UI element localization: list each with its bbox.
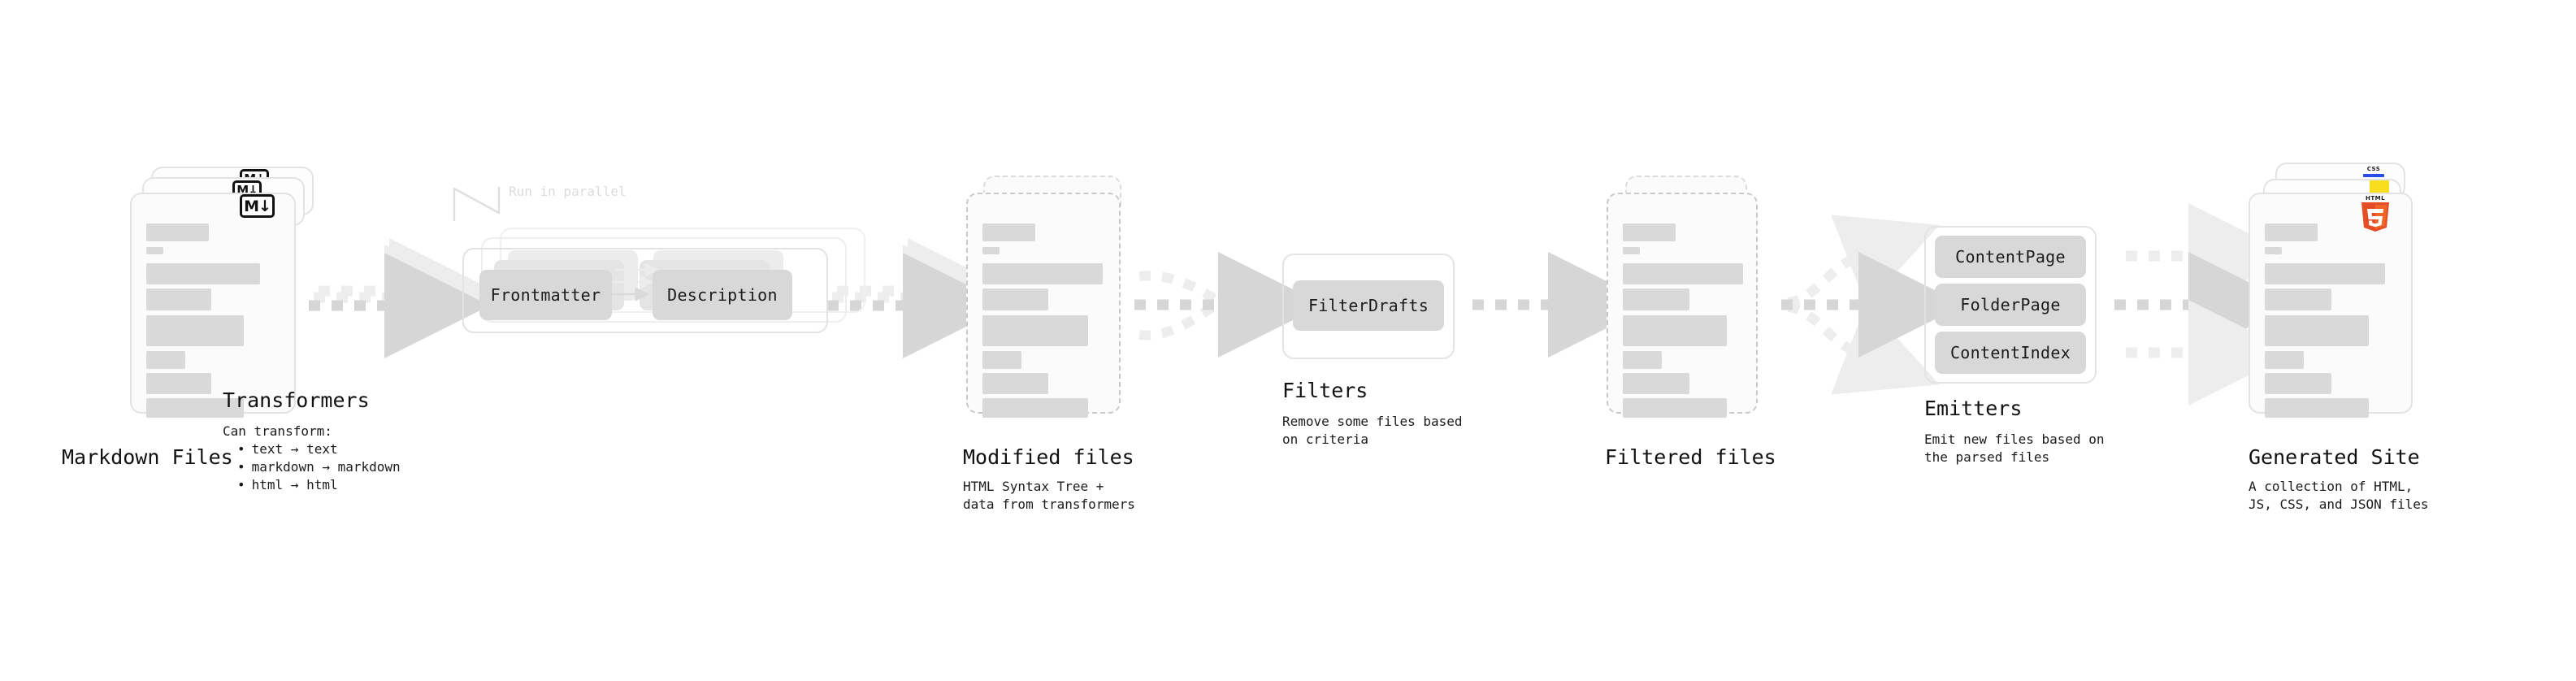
arrow-filtered-to-emitters — [1781, 215, 1964, 395]
emitter-chip-contentindex[interactable]: ContentIndex — [1935, 332, 2086, 374]
filters-box — [1282, 254, 1455, 359]
stage-title-generated-site: Generated Site — [2249, 445, 2420, 469]
skeleton-line — [1623, 373, 1689, 394]
skeleton-line — [146, 223, 209, 241]
bullet-item: html → html — [229, 476, 401, 494]
generated-site-subtitle: A collection of HTML, JS, CSS, and JSON … — [2249, 479, 2429, 512]
skeleton-line — [982, 263, 1103, 284]
markdown-icon: M↓ — [240, 194, 275, 218]
file-card-markdown — [130, 193, 296, 418]
js-icon — [2370, 180, 2389, 193]
html5-icon: HTML — [2358, 195, 2392, 234]
skeleton-line — [146, 315, 244, 346]
skeleton-line — [2265, 247, 2282, 254]
skeleton-line — [1623, 223, 1676, 241]
skeleton-line — [146, 398, 244, 418]
transformers-subtitle: Can transform: — [223, 423, 332, 439]
stage-title-modified-files: Modified files — [963, 445, 1134, 469]
skeleton-line — [146, 263, 260, 284]
skeleton-line — [1623, 351, 1662, 369]
run-in-parallel-bracket — [453, 187, 501, 221]
stage-title-filtered-files: Filtered files — [1605, 445, 1776, 469]
bullet-item: markdown → markdown — [229, 458, 401, 476]
arrow-emitters-to-site — [2114, 203, 2294, 406]
file-card-generated-site — [2249, 193, 2413, 418]
transformers-bullets: text → text markdown → markdown html → h… — [229, 440, 401, 494]
skeleton-line — [982, 398, 1088, 418]
skeleton-line — [1623, 315, 1727, 346]
skeleton-line — [1623, 398, 1727, 418]
skeleton-line — [146, 247, 163, 254]
stage-title-filters: Filters — [1282, 379, 1368, 402]
file-card-modified — [966, 193, 1121, 418]
skeleton-line — [2265, 398, 2369, 418]
transformer-chip-description[interactable]: Description — [653, 270, 792, 320]
skeleton-line — [982, 315, 1088, 346]
filters-subtitle: Remove some files based on criteria — [1282, 414, 1463, 447]
skeleton-line — [982, 247, 1000, 254]
skeleton-line — [982, 223, 1035, 241]
file-card-filtered — [1607, 193, 1758, 418]
skeleton-line — [1623, 263, 1743, 284]
modified-files-subtitle: HTML Syntax Tree + data from transformer… — [963, 479, 1135, 512]
css-icon: CSS — [2363, 166, 2384, 179]
transformer-chip-frontmatter[interactable]: Frontmatter — [479, 270, 612, 320]
skeleton-line — [1623, 288, 1689, 310]
stage-title-emitters: Emitters — [1924, 397, 2023, 420]
stage-title-transformers: Transformers — [223, 388, 370, 412]
stage-title-markdown-files: Markdown Files — [62, 445, 233, 469]
filter-chip-filterdrafts[interactable]: FilterDrafts — [1293, 280, 1444, 331]
emitters-box — [1924, 226, 2097, 384]
transformer-box — [462, 248, 828, 333]
arrow-modified-to-filters — [1134, 252, 1324, 358]
emitter-chip-contentpage[interactable]: ContentPage — [1935, 236, 2086, 278]
skeleton-line — [146, 373, 211, 394]
skeleton-line — [1623, 247, 1640, 254]
arrow-markdown-to-transformers — [309, 238, 495, 358]
bullet-item: text → text — [229, 440, 401, 458]
skeleton-line — [2265, 373, 2331, 394]
skeleton-line — [2265, 263, 2385, 284]
skeleton-line — [2265, 351, 2304, 369]
skeleton-line — [982, 288, 1048, 310]
skeleton-line — [982, 373, 1048, 394]
skeleton-line — [982, 351, 1021, 369]
skeleton-line — [146, 351, 185, 369]
skeleton-line — [2265, 223, 2318, 241]
skeleton-line — [146, 288, 211, 310]
skeleton-line — [2265, 288, 2331, 310]
emitter-chip-folderpage[interactable]: FolderPage — [1935, 284, 2086, 326]
emitters-subtitle: Emit new files based on the parsed files — [1924, 432, 2105, 465]
html5-icon-label: HTML — [2365, 195, 2386, 202]
skeleton-line — [2265, 315, 2369, 346]
run-in-parallel-label: Run in parallel — [509, 184, 627, 199]
